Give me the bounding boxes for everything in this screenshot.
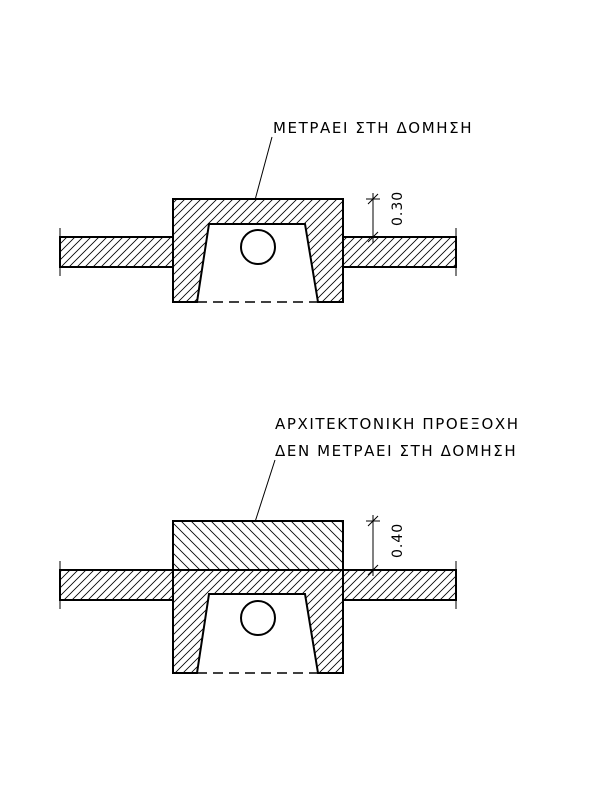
architectural-projection <box>172 520 344 571</box>
beam-section <box>172 569 344 674</box>
slab-left <box>59 236 174 268</box>
bottom-detail: ΑΡΧΙΤΕΚΤΟΝΙΚΗ ΠΡΟΕΞΟΧΗ ΔΕΝ ΜΕΤΡΑΕΙ ΣΤΗ Δ… <box>59 415 520 674</box>
dimension-value: 0.30 <box>390 191 406 226</box>
dimension-value: 0.40 <box>390 523 406 558</box>
label-leader <box>254 136 273 201</box>
duct-circle <box>240 229 276 265</box>
label-leader <box>254 459 276 523</box>
slab-right <box>342 236 457 268</box>
label-not-counted: ΔΕΝ ΜΕΤΡΑΕΙ ΣΤΗ ΔΟΜΗΣΗ <box>275 442 517 460</box>
slab-left <box>59 569 174 601</box>
duct-circle <box>240 600 276 636</box>
top-detail: ΜΕΤΡΑΕΙ ΣΤΗ ΔΟΜΗΣΗ 0.30 <box>59 119 473 303</box>
label-counts: ΜΕΤΡΑΕΙ ΣΤΗ ΔΟΜΗΣΗ <box>273 119 473 137</box>
slab-right <box>342 569 457 601</box>
label-projection: ΑΡΧΙΤΕΚΤΟΝΙΚΗ ΠΡΟΕΞΟΧΗ <box>275 415 520 433</box>
beam-section <box>172 198 344 303</box>
